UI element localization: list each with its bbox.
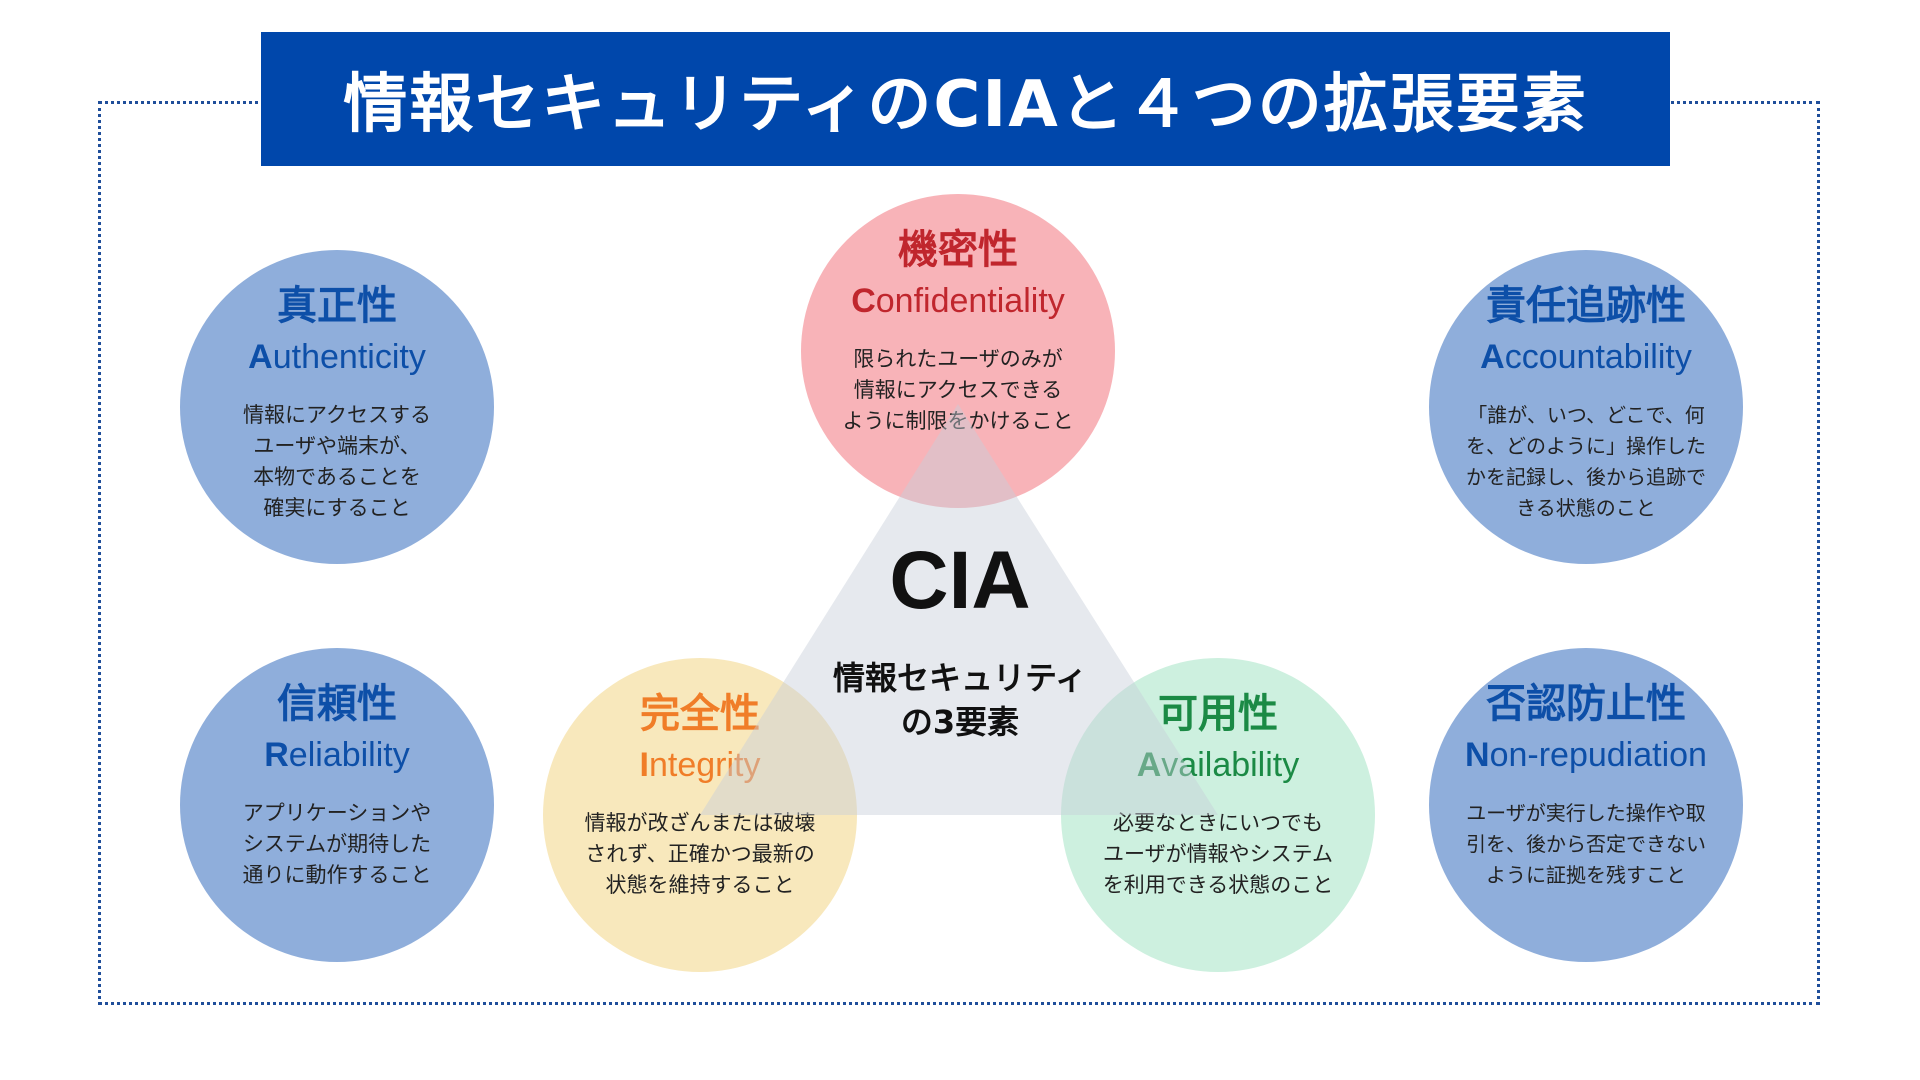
circle-confidentiality: 機密性 Confidentiality 限られたユーザのみが 情報にアクセスでき… (801, 194, 1115, 508)
heading-jp: 責任追跡性 (1486, 283, 1686, 329)
circle-accountability: 責任追跡性 Accountability 「誰が、いつ、どこで、何 を、どのよう… (1429, 250, 1743, 564)
description: 限られたユーザのみが 情報にアクセスできる ように制限をかけること (842, 347, 1074, 433)
heading-jp: 信頼性 (277, 681, 397, 727)
heading-en: Confidentiality (851, 282, 1065, 320)
heading-en: Reliability (264, 736, 410, 774)
heading-jp: 可用性 (1158, 691, 1278, 737)
heading-jp: 完全性 (640, 691, 760, 737)
heading-en: Non-repudiation (1465, 736, 1707, 774)
heading-en: Authenticity (248, 338, 426, 376)
heading-en: Availability (1136, 746, 1300, 784)
circle-non-repudiation: 否認防止性 Non-repudiation ユーザが実行した操作や取 引を、後か… (1429, 648, 1743, 962)
heading-en: Accountability (1480, 338, 1692, 376)
description: 必要なときにいつでも ユーザが情報やシステム を利用できる状態のこと (1102, 811, 1334, 897)
description: 「誰が、いつ、どこで、何 を、どのように」操作した かを記録し、後から追跡で き… (1466, 403, 1706, 520)
circle-authenticity: 真正性 Authenticity 情報にアクセスする ユーザや端末が、 本物であ… (180, 250, 494, 564)
heading-jp: 機密性 (898, 227, 1018, 273)
circle-reliability: 信頼性 Reliability アプリケーションや システムが期待した 通りに動… (180, 648, 494, 962)
page-title: 情報セキュリティのCIAと４つの拡張要素 (343, 68, 1588, 142)
description: 情報にアクセスする ユーザや端末が、 本物であることを 確実にすること (243, 403, 431, 520)
description: アプリケーションや システムが期待した 通りに動作すること (242, 801, 432, 887)
cia-label: CIA (889, 535, 1031, 626)
heading-jp: 真正性 (277, 283, 397, 329)
cia-subtitle: 情報セキュリティ の3要素 (832, 659, 1088, 741)
center-label: CIA 情報セキュリティ の3要素 (800, 540, 1120, 744)
circle-availability: 可用性 Availability 必要なときにいつでも ユーザが情報やシステム … (1061, 658, 1375, 972)
description: ユーザが実行した操作や取 引を、後から否定できない ように証拠を残すこと (1466, 801, 1706, 887)
circle-integrity: 完全性 Integrity 情報が改ざんまたは破壊 されず、正確かつ最新の 状態… (543, 658, 857, 972)
heading-en: Integrity (639, 746, 761, 784)
heading-jp: 否認防止性 (1486, 681, 1686, 727)
title-banner: 情報セキュリティのCIAと４つの拡張要素 (261, 32, 1670, 166)
description: 情報が改ざんまたは破壊 されず、正確かつ最新の 状態を維持すること (584, 811, 816, 897)
